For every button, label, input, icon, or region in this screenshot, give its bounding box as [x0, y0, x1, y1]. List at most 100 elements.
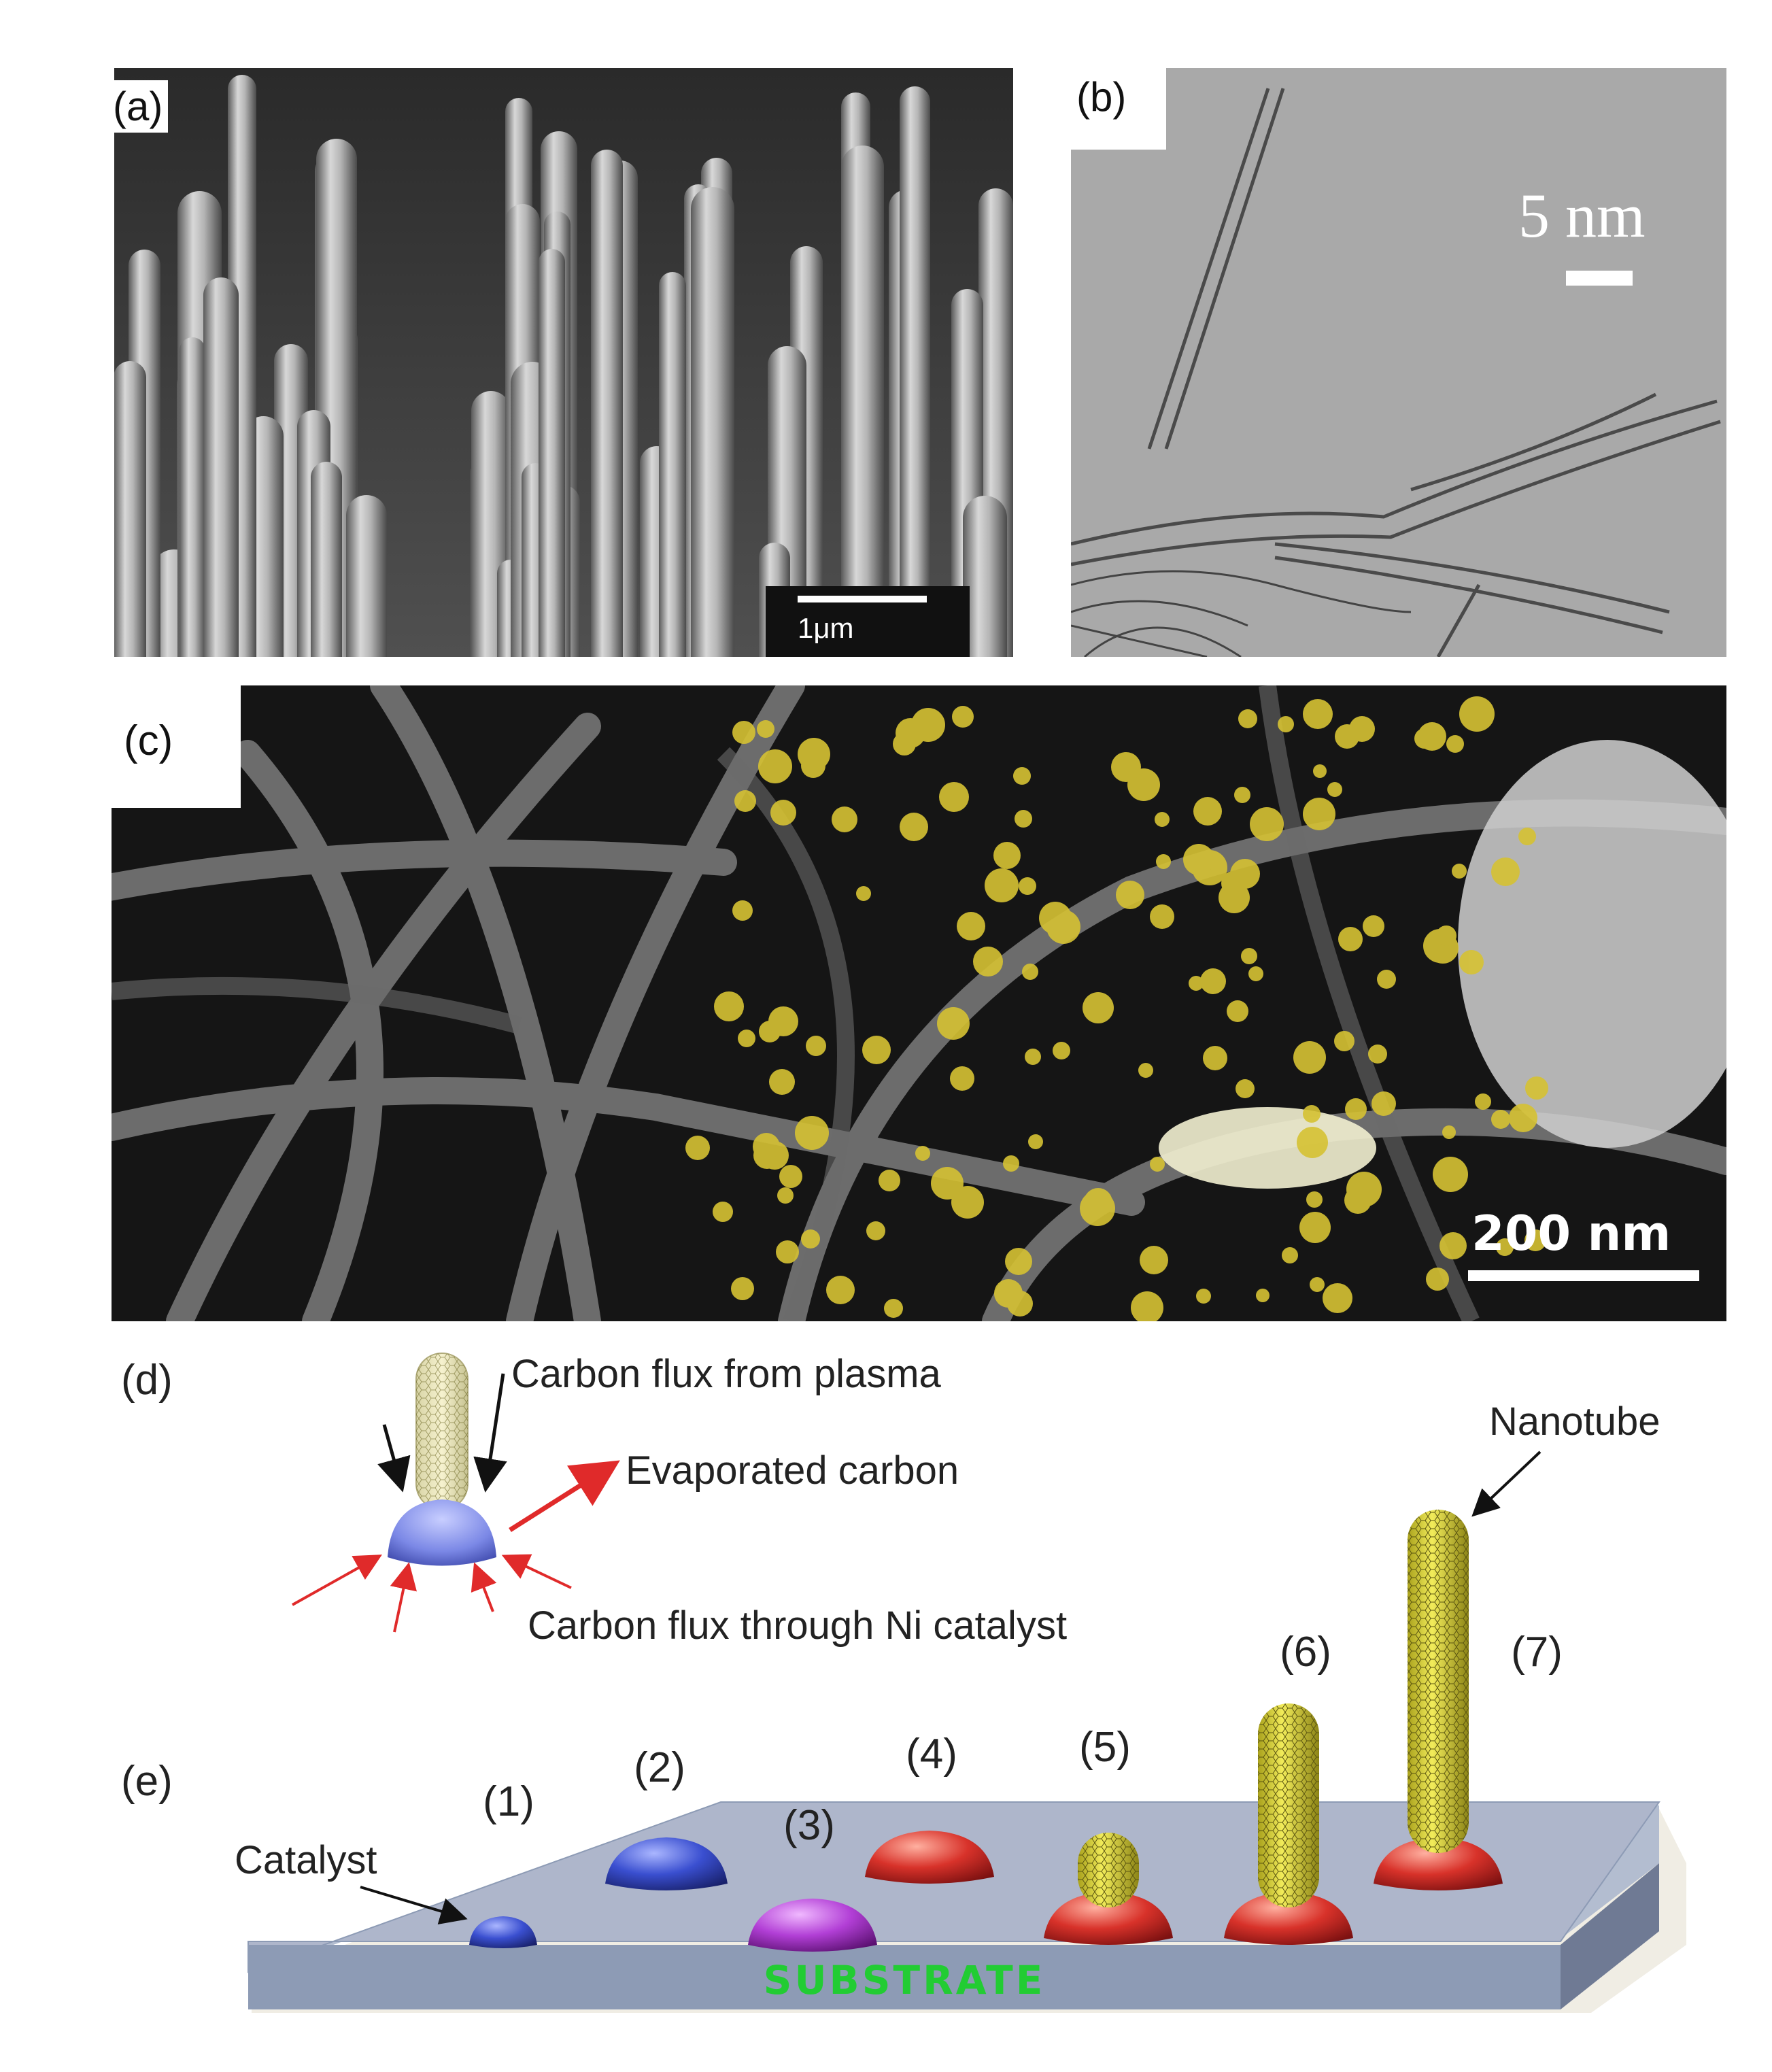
gold-particle	[1282, 1247, 1298, 1263]
gold-particle	[1524, 1229, 1546, 1251]
gold-particle	[1150, 904, 1174, 929]
gold-particle	[1230, 859, 1260, 889]
gold-particle	[685, 1136, 710, 1160]
gold-particle	[732, 900, 753, 921]
gold-particle	[1138, 1063, 1153, 1078]
nanopillar	[659, 272, 686, 657]
gold-particle	[1525, 1076, 1548, 1100]
gold-particle	[1349, 716, 1375, 742]
gold-particle	[931, 1167, 964, 1200]
gold-particle	[1363, 915, 1384, 937]
gold-particle	[1189, 976, 1204, 991]
gold-particle	[832, 806, 857, 832]
gold-particle	[985, 868, 1019, 902]
gold-particle	[1238, 709, 1257, 728]
gold-particle	[1442, 1125, 1456, 1139]
gold-particle	[1436, 925, 1456, 946]
nanopillar	[203, 277, 239, 657]
gold-particle	[1371, 1091, 1396, 1116]
catalyst-3	[748, 1899, 877, 1952]
gold-particle	[1297, 1127, 1328, 1158]
gold-particle	[1509, 1104, 1537, 1132]
nanopillar	[591, 150, 623, 657]
label-carbon-flux-plasma: Carbon flux from plasma	[511, 1352, 942, 1396]
gold-particle	[1303, 798, 1335, 830]
gold-particle	[776, 1240, 799, 1263]
gold-particle	[1446, 735, 1464, 753]
catalyst-4	[865, 1831, 994, 1884]
gold-particle	[1227, 1000, 1248, 1022]
gold-particle	[1193, 797, 1222, 826]
gold-particle	[801, 1229, 820, 1249]
stage-label-4: (4)	[906, 1731, 957, 1778]
gold-particle	[768, 1006, 798, 1036]
gold-particle	[1368, 1045, 1387, 1064]
gold-particle	[950, 1066, 974, 1091]
gold-particle	[731, 1277, 754, 1300]
gold-particle	[798, 738, 830, 770]
catalyst-2	[605, 1837, 728, 1890]
scalebar-a-label: 1μm	[798, 612, 854, 644]
gold-particle	[1131, 1291, 1163, 1321]
gold-particle	[1518, 828, 1536, 845]
gold-particle	[1475, 1093, 1491, 1110]
gold-particle	[1377, 970, 1396, 989]
gold-particle	[1338, 927, 1363, 951]
gold-particle	[713, 1202, 733, 1222]
gold-particle	[1491, 857, 1520, 886]
gold-particle	[1022, 964, 1038, 980]
stage-label-3: (3)	[783, 1802, 835, 1849]
gold-particle	[714, 991, 744, 1021]
gold-particle	[1053, 1042, 1070, 1059]
stage-label-2: (2)	[634, 1744, 685, 1791]
gold-particle	[1236, 1079, 1255, 1098]
panel-a-image: 1μm	[114, 68, 1013, 657]
gold-particle	[1418, 722, 1446, 751]
gold-particle	[1310, 1277, 1325, 1292]
label-catalyst: Catalyst	[235, 1838, 377, 1882]
panel-d-label: (d)	[121, 1357, 173, 1404]
gold-particle	[734, 790, 756, 812]
gold-particle	[1241, 948, 1257, 964]
gold-particle	[1250, 807, 1284, 841]
gold-particle	[937, 1007, 970, 1040]
gold-particle	[1452, 864, 1467, 879]
gold-particle	[1323, 1283, 1352, 1313]
gold-particle	[1196, 1289, 1211, 1304]
gold-particle	[1345, 1098, 1367, 1120]
gold-particle	[1013, 767, 1031, 785]
gold-particle	[1334, 1031, 1354, 1051]
gold-particle	[973, 947, 1003, 976]
substrate-label: SUBSTRATE	[764, 1957, 1046, 2003]
gold-particle	[856, 886, 871, 901]
gold-particle	[1306, 1191, 1323, 1208]
gold-particle	[1256, 1289, 1270, 1302]
gold-particle	[1303, 1105, 1321, 1123]
gold-particle	[1140, 1246, 1168, 1274]
nanopillar	[900, 86, 930, 657]
gold-particle	[939, 782, 969, 812]
gold-particle	[1459, 950, 1484, 974]
nanopillar	[180, 337, 205, 657]
gold-particle	[1496, 1238, 1514, 1256]
gold-particle	[795, 1116, 829, 1150]
panel-c-image: 200 nm	[112, 685, 1726, 1321]
nanopillar	[841, 146, 884, 657]
gold-particle	[738, 1030, 755, 1047]
gold-particle	[900, 813, 928, 841]
nanopillar	[691, 187, 734, 657]
gold-particle	[1278, 716, 1294, 732]
gold-particle	[994, 1279, 1023, 1308]
tem-nanotube-image: 5 nm	[1071, 68, 1726, 657]
stage-label-5: (5)	[1079, 1724, 1131, 1771]
gold-particle	[952, 706, 974, 728]
gold-particle	[1429, 1274, 1444, 1289]
gold-particle	[1459, 696, 1495, 732]
gold-particle	[1203, 1046, 1227, 1070]
gold-particle	[1299, 1212, 1331, 1243]
gold-particle	[1200, 968, 1226, 994]
gold-particle	[1156, 854, 1171, 869]
gold-particle	[866, 1221, 885, 1240]
nanopillar	[346, 495, 387, 657]
gold-particle	[806, 760, 823, 777]
